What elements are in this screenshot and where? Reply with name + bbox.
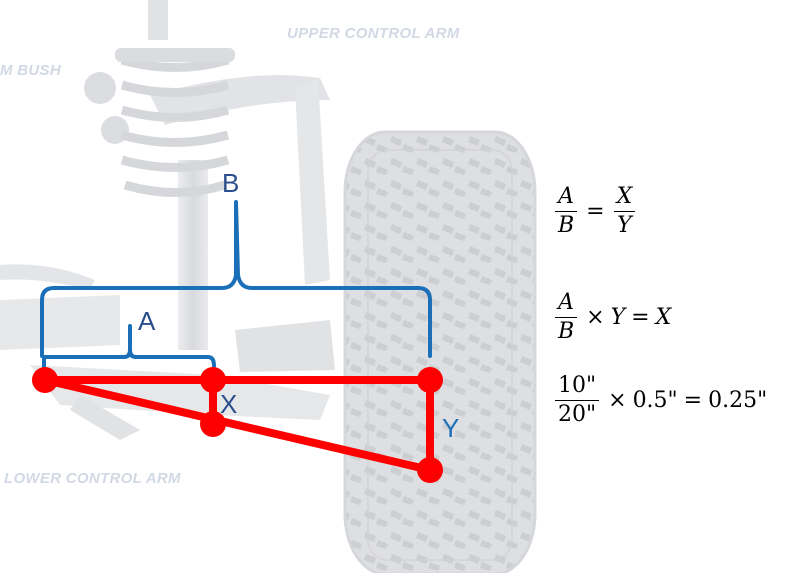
- fraction-10-over-20: 10" 20": [555, 373, 600, 428]
- pivot-mid-top: [200, 367, 226, 393]
- pivot-inner: [32, 367, 58, 393]
- formula-ratio: A B = X Y: [552, 184, 638, 239]
- bushing: [84, 72, 116, 104]
- bracket-b: [40, 200, 432, 358]
- axle-boot: [0, 295, 120, 350]
- pivot-wheel-top: [417, 367, 443, 393]
- formula-solve-x: A B × Y = X: [552, 290, 671, 345]
- label-x: X: [220, 389, 238, 419]
- pivot-wheel-bottom: [417, 457, 443, 483]
- lower-control-arm-label: LOWER CONTROL ARM: [4, 470, 181, 487]
- line-diagonal: [41, 376, 434, 474]
- label-b: B: [222, 168, 240, 198]
- bush-label: M BUSH: [0, 62, 61, 79]
- bracket-a: [42, 324, 216, 370]
- pivot-mid-bottom: [200, 411, 226, 437]
- label-y: Y: [442, 413, 460, 443]
- pivot-points: [32, 367, 443, 483]
- tire: [345, 132, 535, 574]
- coil-spring: [120, 55, 230, 197]
- dimension-brackets: [40, 200, 432, 370]
- fraction-a-over-b: A B: [555, 184, 578, 239]
- formula-numeric: 10" 20" × 0.5" = 0.25": [552, 373, 767, 428]
- upper-control-arm-label: UPPER CONTROL ARM: [287, 25, 460, 42]
- fraction-x-over-y: X Y: [613, 184, 636, 239]
- label-a: A: [138, 306, 156, 336]
- fraction-a-over-b-2: A B: [555, 290, 578, 345]
